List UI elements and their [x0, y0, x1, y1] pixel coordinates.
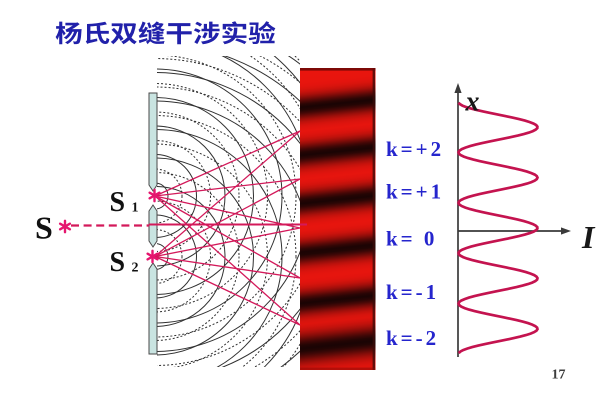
svg-text:k=-2: k=-2: [386, 326, 439, 350]
svg-text:17: 17: [552, 368, 566, 383]
svg-text:k=+1: k=+1: [386, 180, 444, 204]
svg-text:k= 0: k= 0: [386, 227, 437, 251]
svg-text:S: S: [35, 210, 53, 246]
svg-text:I: I: [581, 219, 596, 255]
svg-text:k=-1: k=-1: [386, 280, 439, 304]
svg-text:k=+2: k=+2: [386, 137, 444, 161]
svg-text:S: S: [110, 247, 126, 278]
svg-text:2: 2: [132, 261, 139, 276]
svg-text:S: S: [110, 187, 126, 218]
svg-text:1: 1: [132, 201, 139, 216]
svg-text:x: x: [465, 87, 480, 118]
